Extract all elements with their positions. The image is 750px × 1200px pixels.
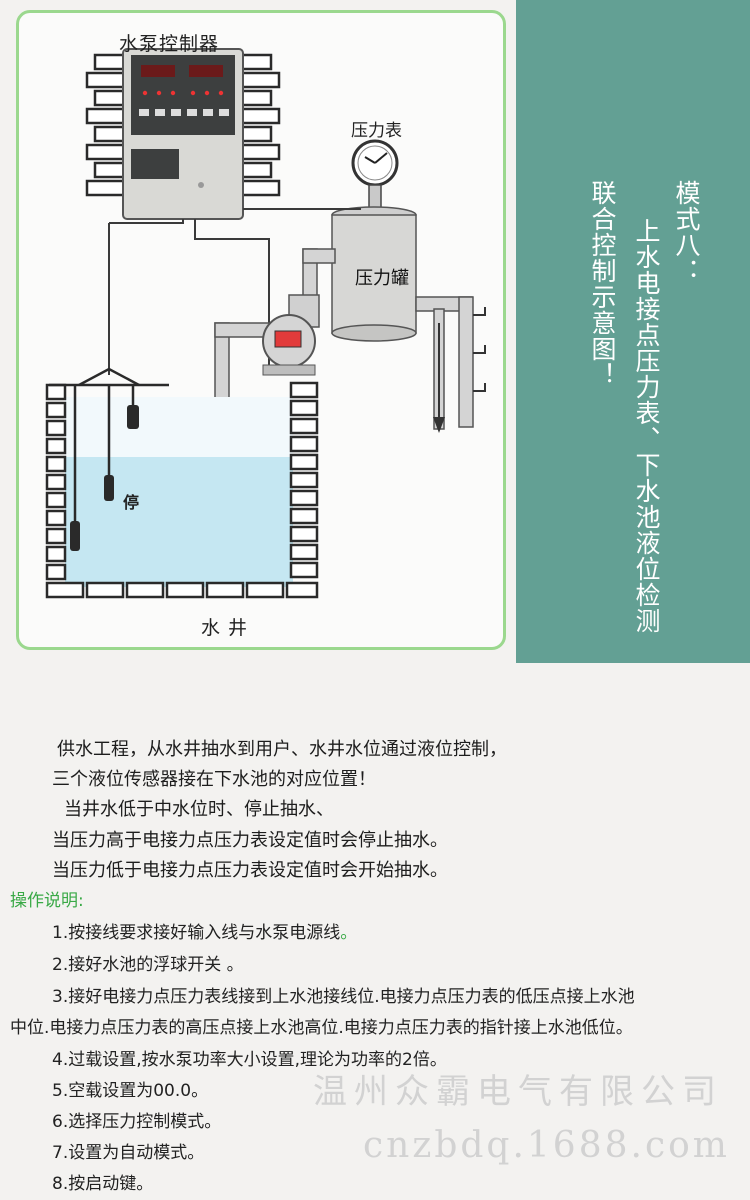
operation-heading: 操作说明: <box>10 891 84 911</box>
operation-step-7: 7.设置为自动模式。 <box>52 1143 205 1163</box>
pressure-gauge <box>351 139 399 212</box>
well-brick-right <box>289 381 319 579</box>
brick-wall-right <box>239 53 281 197</box>
flow-arrow <box>433 323 445 433</box>
operation-step-5: 5.空载设置为00.0。 <box>52 1081 209 1101</box>
step-text: 1.按接线要求接好输入线与水泵电源线 <box>52 923 341 943</box>
diagram-illustration <box>45 48 486 599</box>
mode-title-panel <box>516 0 750 663</box>
mode-title-line1: 模式八： <box>672 180 701 284</box>
operation-step-6: 6.选择压力控制模式。 <box>52 1112 222 1132</box>
tank-title: 压力罐 <box>355 268 409 289</box>
well-title: 水井 <box>201 617 256 639</box>
pressure-tank <box>331 206 417 342</box>
controller-box <box>122 48 244 220</box>
controller-title: 水泵控制器 <box>119 33 220 55</box>
gauge-title: 压力表 <box>351 121 402 141</box>
wiring <box>108 208 361 375</box>
operation-step-4: 4.过载设置,按水泵功率大小设置,理论为功率的2倍。 <box>52 1050 447 1070</box>
well <box>65 397 293 587</box>
operation-step-2: 2.接好水池的浮球开关 。 <box>52 955 244 975</box>
operation-step-3-continued: 中位.电接力点压力表的高压点接上水池高位.电接力点压力表的指针接上水池低位。 <box>10 1018 633 1038</box>
intro-line: 当压力低于电接力点压力表设定值时会开始抽水。 <box>52 860 448 881</box>
step-period: 。 <box>340 923 358 943</box>
water-pump <box>262 294 320 376</box>
brick-wall-left <box>85 53 127 197</box>
operation-step-3: 3.接好电接力点压力表线接到上水池接线位.电接力点压力表的低压点接上水池 <box>52 987 635 1007</box>
faucets <box>473 307 486 392</box>
intro-line: 当井水低于中水位时、停止抽水、 <box>64 799 334 820</box>
level-probes <box>70 405 139 551</box>
operation-step-8: 8.按启动键。 <box>52 1174 154 1194</box>
mode-title-line3: 联合控制示意图！ <box>588 180 617 388</box>
watermark-company: 温州众霸电气有限公司 <box>313 1072 723 1112</box>
intro-line: 当压力高于电接力点压力表设定值时会停止抽水。 <box>52 830 448 851</box>
well-brick-left <box>45 383 67 581</box>
stop-level-label: 停 <box>123 493 140 512</box>
well-brick-bottom <box>45 581 319 599</box>
intro-line: 供水工程，从水井抽水到用户、水井水位通过液位控制， <box>57 739 507 760</box>
pump-control-diagram: 水泵控制器 压力表 压力罐 停 水井 <box>16 10 506 650</box>
watermark-site: cnzbdq.1688.com <box>363 1125 730 1166</box>
mode-title-line2: 上水电接点压力表、下水池液位检测 <box>632 218 661 634</box>
intro-line: 三个液位传感器接在下水池的对应位置！ <box>52 769 376 790</box>
operation-step-1: 1.按接线要求接好输入线与水泵电源线。 <box>52 918 357 943</box>
